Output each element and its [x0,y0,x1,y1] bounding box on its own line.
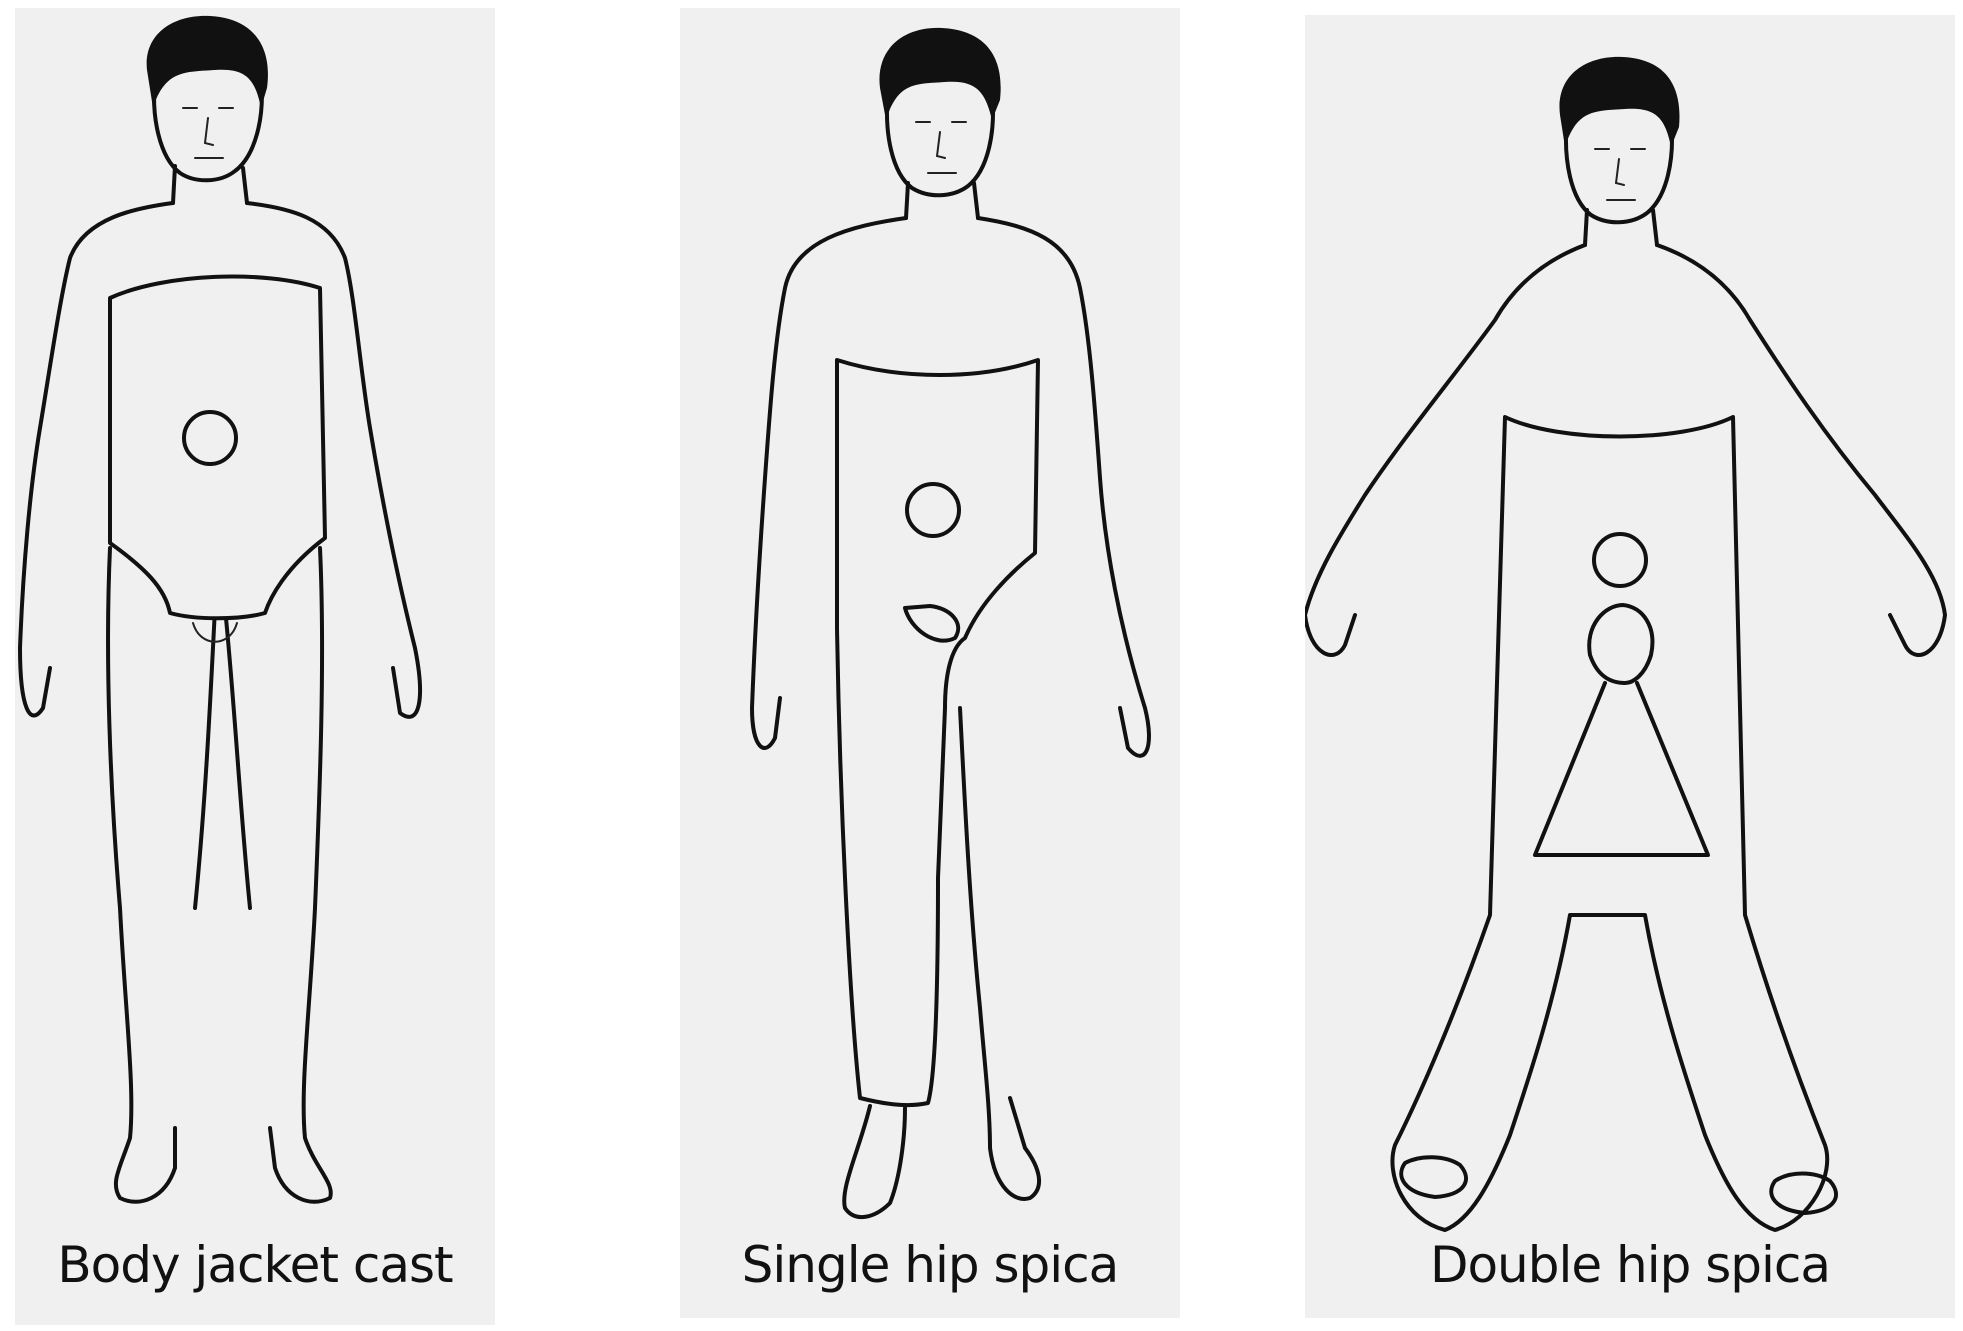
figure-caption: Double hip spica [1429,1236,1831,1294]
figure-panel-body-jacket: Body jacket cast [15,8,495,1325]
figure-caption: Body jacket cast [57,1236,453,1294]
figure-panel-single-hip: Single hip spica [680,8,1180,1318]
single-hip-illustration [750,27,1151,1219]
figure-panel-double-hip: Double hip spica [1305,15,1955,1318]
double-hip-illustration [1305,56,1947,1232]
figure-caption: Single hip spica [741,1236,1120,1294]
body-jacket-illustration [18,15,422,1204]
